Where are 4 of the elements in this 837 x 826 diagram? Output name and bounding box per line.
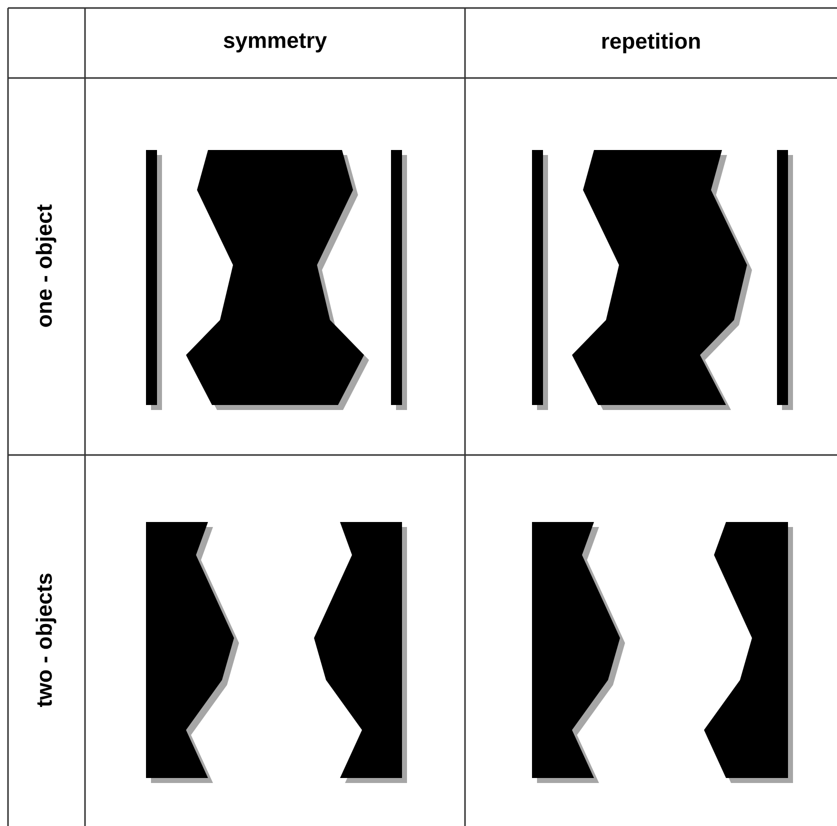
row-header: one - object [36,204,56,327]
column-header: repetition [602,32,700,54]
row-header: two - objects [36,574,56,707]
column-header: symmetry [224,34,327,52]
